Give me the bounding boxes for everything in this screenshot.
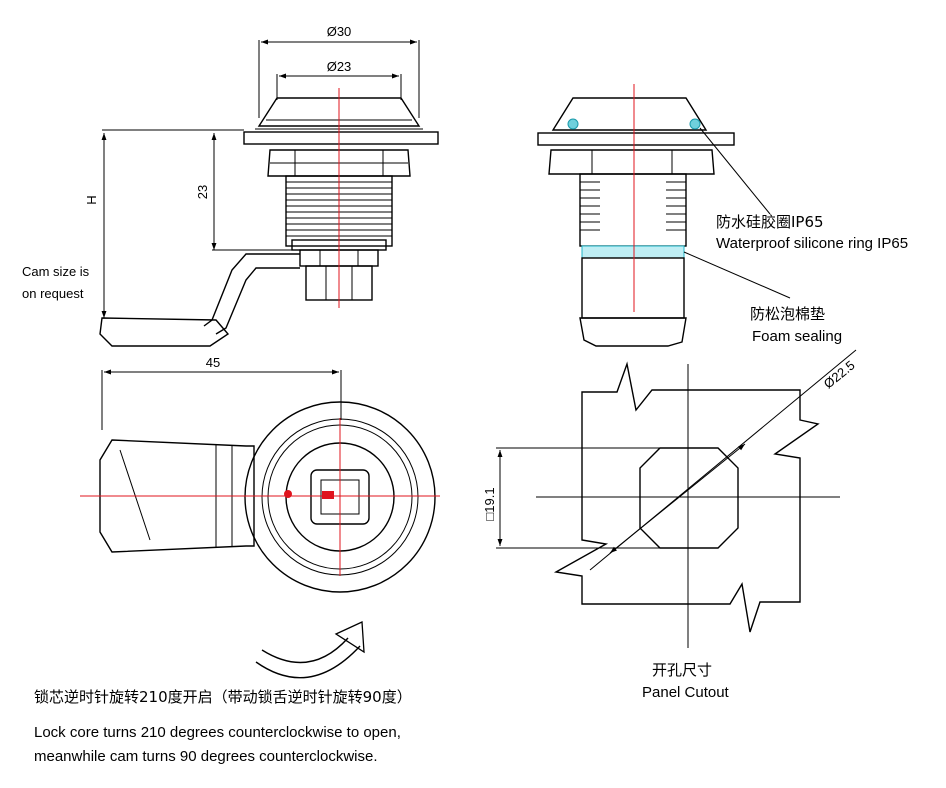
dim-45: 45 [206,355,220,370]
cam-arm-top [203,253,300,327]
cutout-shape [639,447,739,549]
section-cam [579,317,687,347]
rotation-en-line1: Lock core turns 210 degrees counterclock… [34,724,401,741]
rotation-cn: 锁芯逆时针旋转210度开启（带动锁舌逆时针旋转90度） [34,688,412,706]
panel-outline [553,361,820,633]
cam-arm-bottom [215,267,300,335]
section-flange [537,132,735,146]
rotation-arc [261,637,349,664]
seal-ring-en: Waterproof silicone ring IP65 [716,235,908,252]
seal-ring-left [567,118,579,130]
front-view: 45 [80,355,440,679]
dim-d23: Ø23 [327,59,352,74]
indicator-dot [284,490,292,498]
cutout-cn: 开孔尺寸 [652,661,712,679]
foam-en: Foam sealing [752,328,842,345]
lock-cap [257,97,421,127]
dim-h: H [84,195,99,204]
section-view: 防水硅胶圈IP65 Waterproof silicone ring IP65 … [537,84,908,347]
foam-seal [581,245,685,259]
diameter-arrow [609,443,746,554]
side-view: Ø30 Ø23 H [22,24,439,347]
cam-tongue [99,317,230,347]
rotation-en-line2: meanwhile cam turns 90 degrees countercl… [34,748,378,765]
leader-seal [699,127,771,215]
section-threads [580,181,686,231]
leader-foam [683,251,791,299]
cam-bevel [119,449,151,541]
seal-ring-cn: 防水硅胶圈IP65 [716,213,824,231]
rotation-arc-outer [255,645,361,679]
cam-plate [99,439,255,553]
rotation-arrowhead [334,621,365,654]
seal-ring-right [689,118,701,130]
rotation-caption: 锁芯逆时针旋转210度开启（带动锁舌逆时针旋转90度） Lock core tu… [34,688,412,765]
section-body [579,173,687,247]
dim-d22-5: Ø22.5 [821,358,858,392]
hex-nut [267,149,411,177]
dim-23: 23 [195,185,210,199]
cam-size-line1: Cam size is [22,264,90,279]
outer-ring [244,401,436,593]
section-nut [548,149,715,175]
dim-d30: Ø30 [327,24,352,39]
foam-cn: 防松泡棉垫 [750,305,825,323]
cutout-en: Panel Cutout [642,684,730,701]
cam-size-line2: on request [22,286,84,301]
section-cap [551,97,708,131]
indicator-mark [322,491,334,499]
dim-square: □19.1 [482,487,497,520]
panel-flange [243,131,439,145]
panel-cutout-view: Ø22.5 □19.1 开孔尺寸 Panel Cutout [482,349,858,701]
section-lower [581,257,685,319]
